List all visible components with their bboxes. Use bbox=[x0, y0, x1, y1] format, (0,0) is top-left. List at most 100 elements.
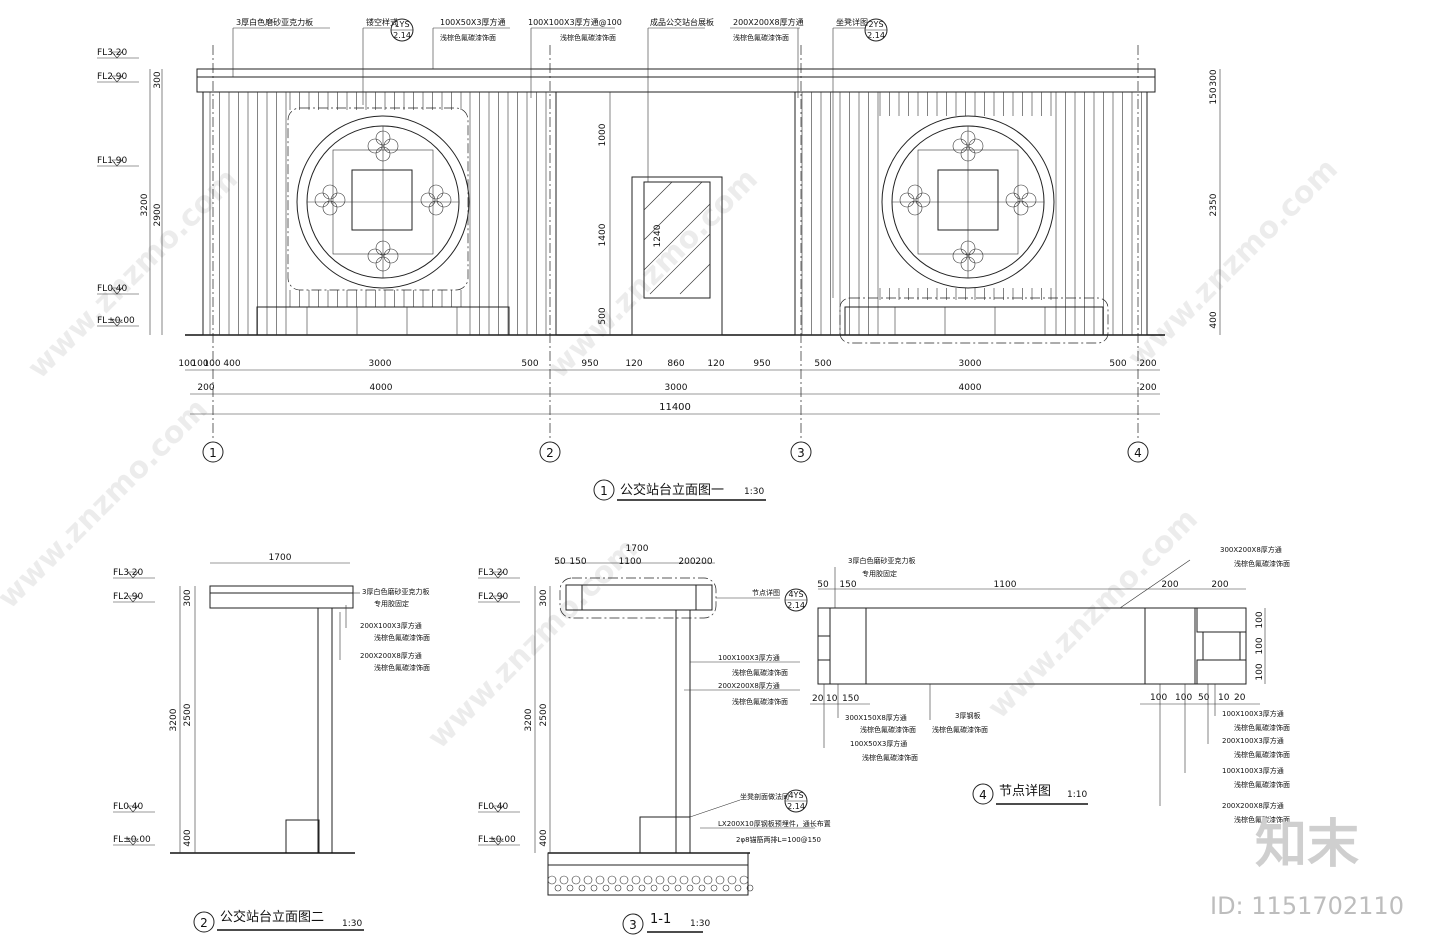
level-marker bbox=[492, 838, 504, 846]
dim: 200 bbox=[678, 557, 695, 567]
axis-label: 1 bbox=[209, 446, 217, 460]
note: 300X150X8厚方通 bbox=[845, 713, 907, 722]
quatrefoil-lobe bbox=[1005, 192, 1021, 208]
gravel-stone bbox=[626, 884, 634, 892]
quatrefoil-lobe bbox=[420, 192, 436, 208]
quatrefoil-lobe bbox=[436, 192, 452, 208]
dim-label: 3000 bbox=[665, 383, 688, 393]
quatrefoil-lobe bbox=[428, 200, 444, 216]
dim: 2500 bbox=[183, 703, 193, 726]
dim: 20 bbox=[812, 694, 824, 704]
note: 浅棕色氟碳漆饰面 bbox=[732, 697, 788, 706]
title-number: 1 bbox=[600, 484, 608, 498]
drawing-title: 1-1 bbox=[650, 912, 671, 927]
ref-tag: 2.14 bbox=[787, 802, 805, 811]
dim-label: 860 bbox=[667, 359, 684, 369]
gravel-stone bbox=[710, 884, 718, 892]
level-marker bbox=[127, 595, 139, 603]
dim: 100 bbox=[1255, 611, 1265, 628]
dim: 500 bbox=[598, 307, 608, 324]
callout: 100X50X3厚方通 bbox=[440, 17, 506, 27]
axis-label: 4 bbox=[1134, 446, 1142, 460]
quatrefoil-lobe bbox=[322, 184, 338, 200]
dim: 1100 bbox=[619, 557, 642, 567]
level-marker bbox=[111, 159, 123, 167]
note: 专用胶固定 bbox=[374, 599, 409, 608]
drawing-title: 节点详图 bbox=[999, 784, 1051, 799]
dim-label: 500 bbox=[521, 359, 538, 369]
note: 浅棕色氟碳漆饰面 bbox=[732, 668, 788, 677]
elevation-2: 1700 300 2500 3200 400 FL3.20FL2.90FL0.4… bbox=[113, 553, 430, 933]
dim-label: 100 bbox=[191, 359, 208, 369]
note: 300X200X8厚方通 bbox=[1220, 545, 1282, 554]
gravel-stone bbox=[734, 884, 742, 892]
level-label: FL1.90 bbox=[97, 156, 128, 166]
note: 浅棕色氟碳漆饰面 bbox=[1234, 750, 1290, 759]
dim-label: 500 bbox=[814, 359, 831, 369]
dim: 100 bbox=[1150, 693, 1167, 703]
gravel-stone bbox=[554, 884, 562, 892]
drawing-scale: 1:30 bbox=[690, 919, 710, 929]
info-board bbox=[631, 176, 723, 336]
gravel-stone bbox=[614, 884, 622, 892]
level-marker bbox=[111, 51, 123, 59]
level-marker bbox=[111, 287, 123, 295]
quatrefoil-lobe bbox=[899, 192, 915, 208]
gravel-stone bbox=[739, 875, 749, 885]
note: 浅棕色氟碳漆饰面 bbox=[1234, 559, 1290, 568]
watermark-text: www.znzmo.com bbox=[1121, 152, 1345, 376]
gravel-stone bbox=[643, 875, 653, 885]
ref-tag: 2.14 bbox=[393, 31, 411, 40]
dim: 200 bbox=[1161, 580, 1178, 590]
dim: 20 bbox=[1234, 693, 1246, 703]
callout: 成品公交站台展板 bbox=[650, 17, 714, 27]
dim-label: 200 bbox=[1139, 383, 1156, 393]
dim-label: 200 bbox=[1139, 359, 1156, 369]
quatrefoil-lobe bbox=[322, 200, 338, 216]
level-label: FL2.90 bbox=[97, 72, 128, 82]
level-label: FL2.90 bbox=[113, 592, 144, 602]
gravel-stone bbox=[679, 875, 689, 885]
ref-tag: 4YS bbox=[788, 791, 803, 800]
watermark-text: www.znzmo.com bbox=[0, 392, 215, 616]
gravel-stone bbox=[715, 875, 725, 885]
dim: 2500 bbox=[539, 703, 549, 726]
dim: 400 bbox=[1209, 311, 1219, 328]
gravel-stone bbox=[638, 884, 646, 892]
watermarks: www.znzmo.com www.znzmo.com www.znzmo.co… bbox=[0, 152, 1404, 920]
note: 200X200X8厚方通 bbox=[360, 651, 422, 660]
note: 200X100X3厚方通 bbox=[1222, 736, 1284, 745]
level-label: FL0.40 bbox=[113, 802, 144, 812]
level-label: FL±0.00 bbox=[478, 835, 516, 845]
title-number: 2 bbox=[200, 916, 208, 930]
dim: 50 bbox=[1198, 693, 1210, 703]
dim: 150 bbox=[1209, 87, 1219, 104]
quatrefoil-lobe bbox=[375, 240, 391, 256]
quatrefoil-lobe bbox=[1013, 200, 1029, 216]
quatrefoil-lobe bbox=[314, 192, 330, 208]
dim-label: 100 bbox=[203, 359, 220, 369]
quatrefoil-lobe bbox=[375, 146, 391, 162]
quatrefoil-lobe bbox=[907, 200, 923, 216]
level-label: FL0.40 bbox=[97, 284, 128, 294]
quatrefoil-lobe bbox=[960, 240, 976, 256]
watermark-text: www.znzmo.com bbox=[981, 502, 1205, 726]
note: 浅棕色氟碳漆饰面 bbox=[860, 725, 916, 734]
quatrefoil-lobe bbox=[952, 248, 968, 264]
level-marker bbox=[111, 75, 123, 83]
dim: 300 bbox=[183, 589, 193, 606]
dim: 200 bbox=[695, 557, 712, 567]
quatrefoil-lobe bbox=[428, 184, 444, 200]
quatrefoil-lobe bbox=[375, 130, 391, 146]
right-bench bbox=[844, 306, 1104, 336]
dim-label: 100 bbox=[178, 359, 195, 369]
level-label: FL3.20 bbox=[113, 568, 144, 578]
ref-tag: 4YS bbox=[788, 590, 803, 599]
dim: 400 bbox=[539, 829, 549, 846]
dim-label: 4000 bbox=[370, 383, 393, 393]
gravel-stone bbox=[619, 875, 629, 885]
dim-label: 4000 bbox=[959, 383, 982, 393]
